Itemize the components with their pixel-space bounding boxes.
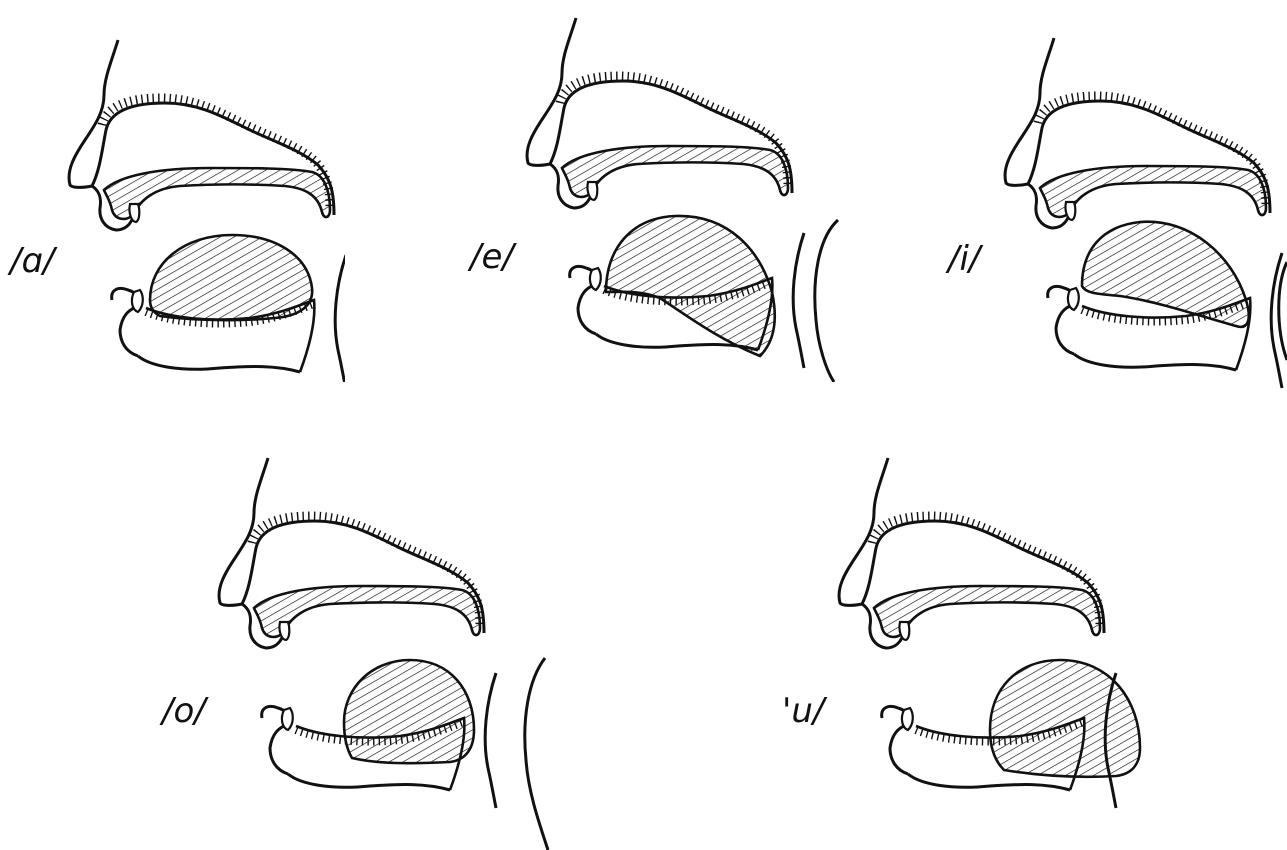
vowel-label-e: /e/	[467, 237, 517, 277]
panel-u	[839, 458, 1140, 808]
panel-e	[527, 18, 838, 382]
vowel-label-a: /ɑ/	[7, 241, 58, 281]
vowel-label-o: /o/	[159, 691, 209, 731]
panel-a	[69, 40, 346, 390]
vowel-label-i: /i/	[945, 239, 984, 279]
panel-i	[1005, 38, 1287, 388]
vowel-label-u: 'u/	[782, 691, 828, 731]
panel-o	[219, 458, 548, 850]
